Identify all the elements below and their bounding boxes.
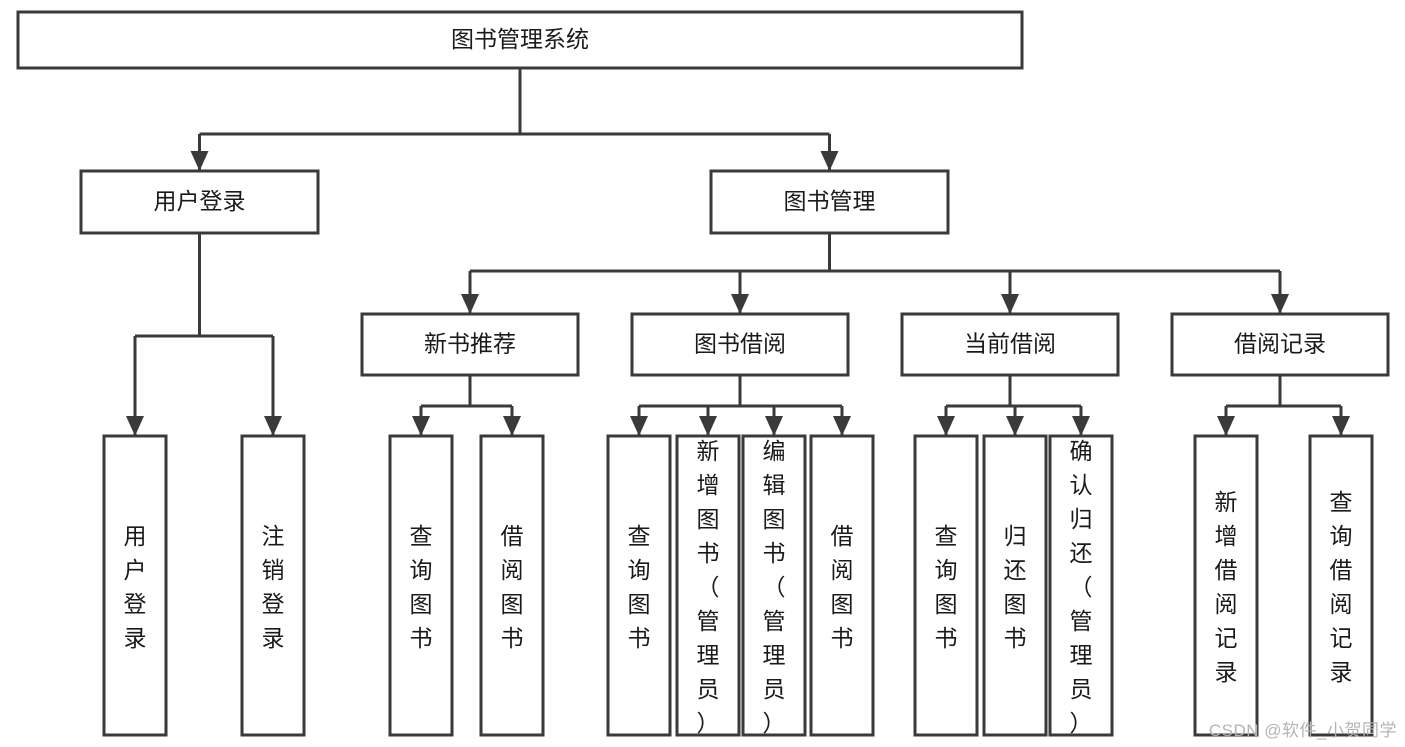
edge-group (461, 233, 1289, 314)
arrow-head-icon (765, 416, 783, 436)
node-box[interactable] (1048, 434, 1114, 737)
edge-group (190, 68, 839, 171)
node-label: 图书借阅 (694, 331, 786, 357)
arrow-head-icon (699, 416, 717, 436)
arrow-head-icon (1072, 416, 1090, 436)
edge-group (937, 375, 1090, 436)
node-current-borrow[interactable]: 当前借阅 (900, 312, 1120, 377)
csdn-watermark: CSDN @软件_小贺同学 (1208, 721, 1397, 740)
node-book-mgmt[interactable]: 图书管理 (709, 169, 950, 235)
arrow-head-icon (820, 151, 839, 171)
arrow-head-icon (1271, 294, 1289, 314)
arrow-head-icon (126, 416, 144, 436)
arrow-head-icon (461, 294, 479, 314)
arrow-head-icon (1006, 416, 1024, 436)
node-box[interactable] (675, 434, 741, 737)
node-box[interactable] (741, 434, 807, 737)
node-borrow-record[interactable]: 借阅记录 (1170, 312, 1390, 377)
node-leaf-query-book-1[interactable]: 查询图书 (388, 434, 454, 737)
node-label: 查询借阅记录 (1330, 489, 1353, 685)
node-box[interactable] (1170, 312, 1390, 377)
node-leaf-add-record[interactable]: 新增借阅记录 (1193, 434, 1259, 737)
node-box[interactable] (79, 169, 320, 235)
arrow-head-icon (503, 416, 521, 436)
node-label: 用户登录 (154, 188, 246, 214)
edge-group (412, 375, 521, 436)
node-label: 借阅记录 (1234, 331, 1326, 357)
arrow-head-icon (937, 416, 955, 436)
node-box[interactable] (809, 434, 875, 737)
node-box[interactable] (900, 312, 1120, 377)
node-box[interactable] (360, 312, 580, 377)
node-box[interactable] (1308, 434, 1374, 737)
node-box[interactable] (913, 434, 979, 737)
node-label: 新增图书（管理员） (697, 438, 720, 736)
node-leaf-query-record[interactable]: 查询借阅记录 (1308, 434, 1374, 737)
node-leaf-return-book[interactable]: 归还图书 (982, 434, 1048, 737)
node-label: 编辑图书（管理员） (763, 438, 786, 736)
node-leaf-query-book-2[interactable]: 查询图书 (606, 434, 672, 737)
edge-group (630, 375, 851, 436)
node-leaf-confirm-return[interactable]: 确认归还（管理员） (1048, 434, 1114, 737)
node-box[interactable] (388, 434, 454, 737)
node-root[interactable]: 图书管理系统 (16, 10, 1024, 70)
edge-layer (126, 68, 1350, 436)
node-label: 注销登录 (262, 523, 285, 651)
node-leaf-user-login[interactable]: 用户登录 (102, 434, 168, 737)
arrow-head-icon (264, 416, 282, 436)
node-leaf-borrow-book-1[interactable]: 借阅图书 (479, 434, 545, 737)
node-label: 查询图书 (410, 523, 433, 651)
node-label: 查询图书 (935, 523, 958, 651)
arrow-head-icon (190, 151, 209, 171)
node-leaf-query-book-3[interactable]: 查询图书 (913, 434, 979, 737)
node-leaf-add-book[interactable]: 新增图书（管理员） (675, 434, 741, 737)
arrow-head-icon (731, 294, 749, 314)
arrow-head-icon (630, 416, 648, 436)
node-box[interactable] (102, 434, 168, 737)
node-label: 图书管理 (784, 188, 876, 214)
node-label: 归还图书 (1004, 523, 1027, 651)
arrow-head-icon (412, 416, 430, 436)
arrow-head-icon (1001, 294, 1019, 314)
node-label: 用户登录 (124, 523, 147, 651)
node-layer: 图书管理系统用户登录图书管理新书推荐图书借阅当前借阅借阅记录用户登录注销登录查询… (16, 10, 1390, 737)
node-box[interactable] (630, 312, 850, 377)
node-book-borrow[interactable]: 图书借阅 (630, 312, 850, 377)
edge-group (126, 233, 282, 436)
arrow-head-icon (1217, 416, 1235, 436)
node-label: 确认归还（管理员） (1070, 438, 1093, 736)
node-label: 图书管理系统 (451, 26, 589, 52)
node-leaf-logout[interactable]: 注销登录 (240, 434, 306, 737)
node-leaf-edit-book[interactable]: 编辑图书（管理员） (741, 434, 807, 737)
node-box[interactable] (709, 169, 950, 235)
node-box[interactable] (606, 434, 672, 737)
node-new-book-rec[interactable]: 新书推荐 (360, 312, 580, 377)
node-box[interactable] (1193, 434, 1259, 737)
edge-group (1217, 375, 1350, 436)
node-leaf-borrow-book-2[interactable]: 借阅图书 (809, 434, 875, 737)
node-box[interactable] (16, 10, 1024, 70)
node-label: 查询图书 (628, 523, 651, 651)
arrow-head-icon (1332, 416, 1350, 436)
arrow-head-icon (833, 416, 851, 436)
node-box[interactable] (982, 434, 1048, 737)
node-box[interactable] (479, 434, 545, 737)
node-label: 当前借阅 (964, 331, 1056, 357)
node-label: 借阅图书 (501, 523, 524, 651)
node-label: 借阅图书 (831, 523, 854, 651)
node-box[interactable] (240, 434, 306, 737)
node-user-login[interactable]: 用户登录 (79, 169, 320, 235)
node-label: 新书推荐 (424, 331, 516, 357)
node-label: 新增借阅记录 (1215, 489, 1238, 685)
